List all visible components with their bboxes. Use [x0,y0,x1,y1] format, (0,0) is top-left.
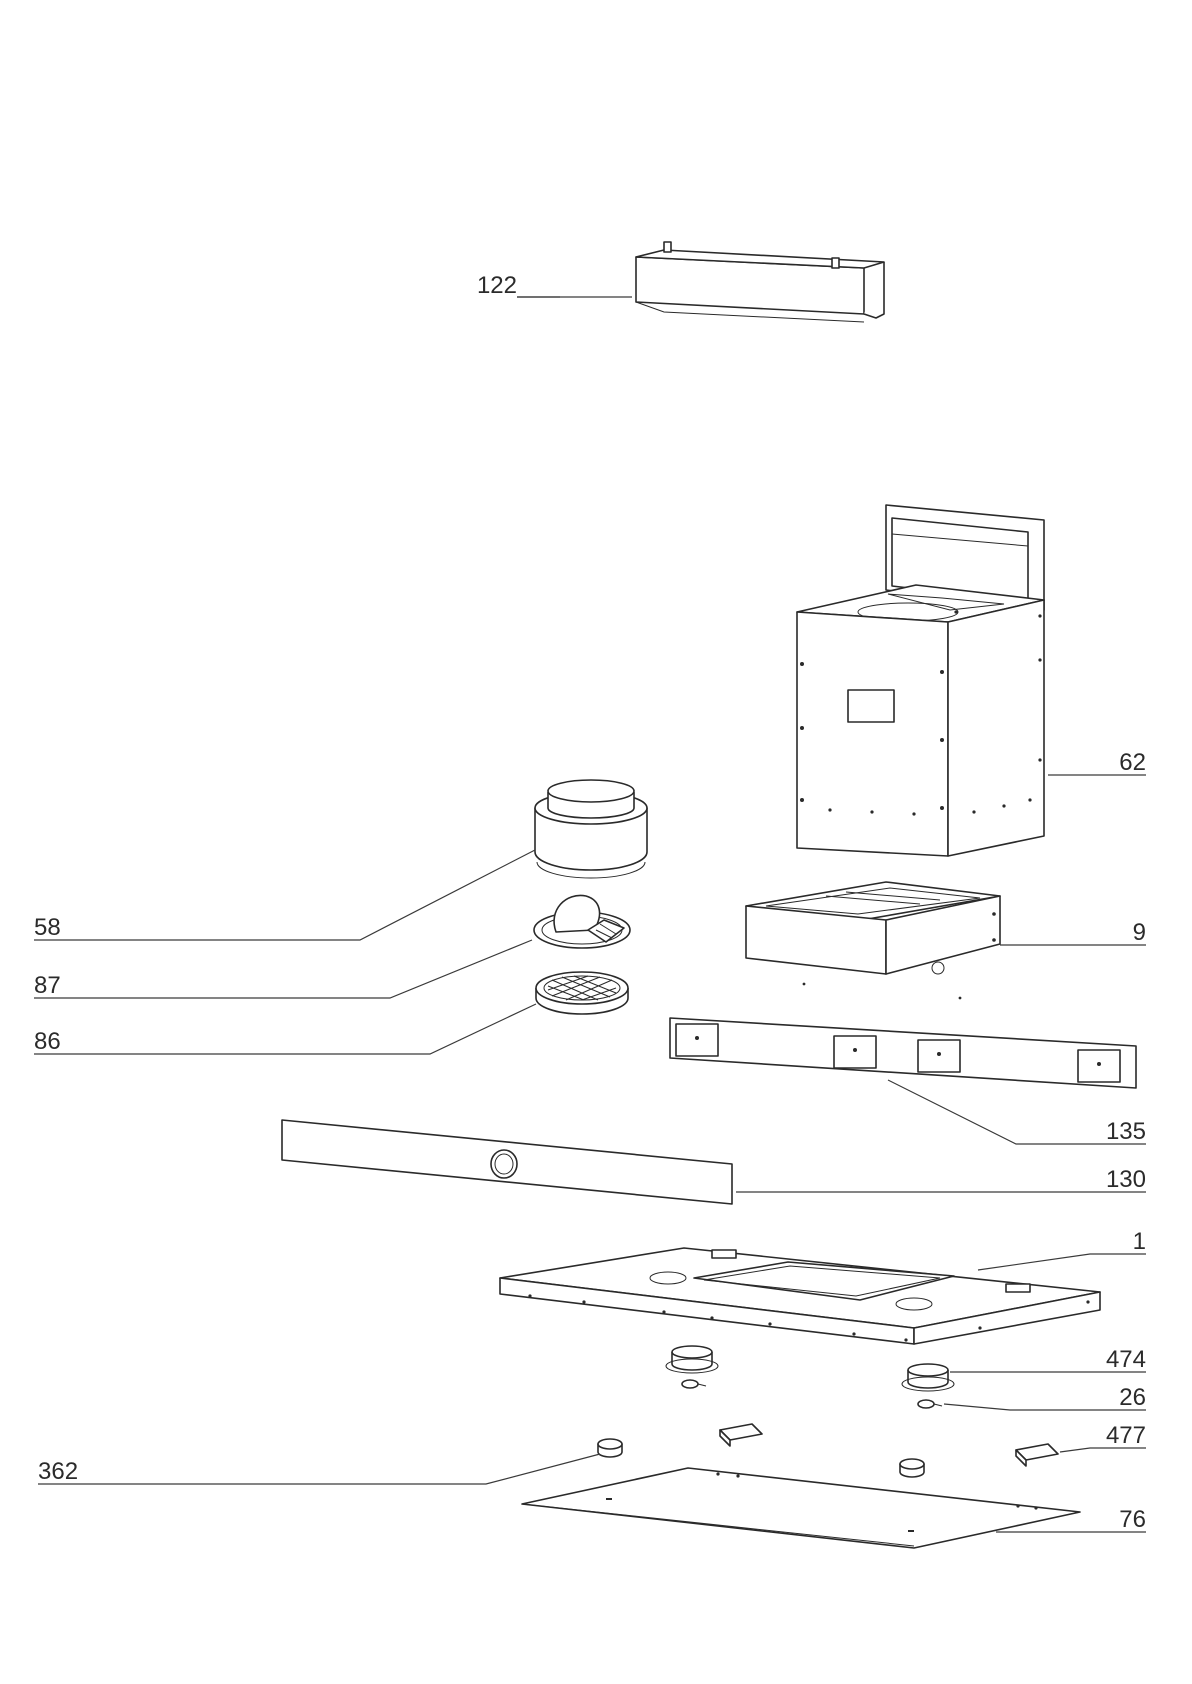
callout-1: 1 [1133,1228,1146,1255]
callout-362: 362 [38,1458,78,1485]
leader-86 [34,1003,537,1055]
callout-26: 26 [1119,1384,1146,1411]
leader-135 [887,1079,1146,1145]
leader-58 [34,849,536,941]
callout-122: 122 [477,272,517,299]
callout-62: 62 [1119,749,1146,776]
part-122-chimney-bracket [635,241,885,323]
callout-477: 477 [1106,1422,1146,1449]
part-362-grommet [597,1438,925,1478]
part-86-mesh-ring [535,971,629,1015]
part-58-duct-collar [534,779,648,879]
part-76-bottom-panel [521,1467,1081,1549]
part-87-non-return-valve [533,894,631,949]
part-474-lamp-holder [665,1345,955,1392]
callout-474: 474 [1106,1346,1146,1373]
leader-26 [943,1403,1146,1411]
part-62-motor-housing [796,504,1045,857]
callout-9: 9 [1133,919,1146,946]
part-26-bulb [681,1379,943,1409]
part-477-lamp-clip [719,1423,1059,1467]
callout-130: 130 [1106,1166,1146,1193]
callout-58: 58 [34,914,61,941]
callout-135: 135 [1106,1118,1146,1145]
leader-1 [977,1253,1146,1271]
callout-87: 87 [34,972,61,999]
callout-86: 86 [34,1028,61,1055]
part-130-front-panel [281,1119,733,1205]
callout-76: 76 [1119,1506,1146,1533]
part-135-rear-rail [669,1017,1137,1089]
leader-362 [38,1453,601,1485]
part-9-filter-tray [745,881,1001,1000]
leader-87 [34,939,533,999]
leader-477 [1059,1447,1146,1453]
part-1-hood-body [499,1247,1101,1345]
